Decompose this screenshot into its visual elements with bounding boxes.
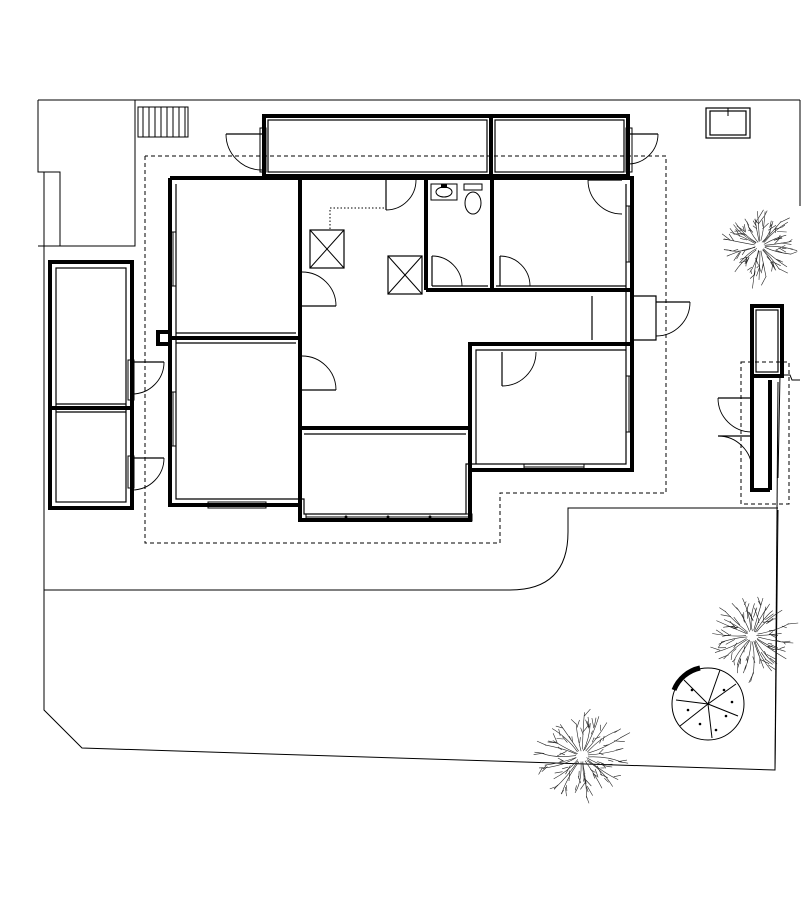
stair-icon: [137, 106, 189, 138]
toilet-icon: [463, 183, 483, 215]
tree-icon: [721, 209, 798, 289]
main-walls: [156, 176, 657, 522]
duct-line: [329, 207, 384, 230]
driveway-outline: [44, 507, 778, 591]
sink-icon: [430, 183, 458, 201]
roof-outline: [144, 155, 667, 544]
tank-icon: [705, 107, 751, 139]
right-annex: [740, 304, 790, 505]
palm-icon: [671, 665, 745, 741]
door-swing-icon: [131, 133, 753, 491]
shaft-icon: [309, 229, 423, 295]
window-icon: [127, 127, 633, 522]
tree-icon: [710, 596, 799, 684]
tree-icon: [533, 708, 631, 804]
top-storage-rooms: [262, 114, 630, 178]
left-annex: [48, 260, 134, 510]
tree-icon: [533, 209, 799, 804]
site-boundary: [37, 99, 801, 771]
